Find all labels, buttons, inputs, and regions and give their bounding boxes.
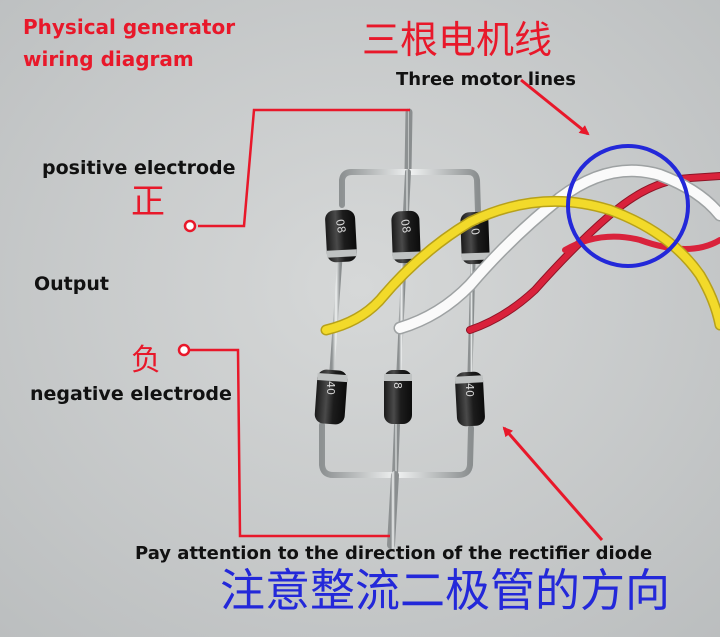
positive-terminal-dot	[183, 219, 197, 233]
diode-marking-top-left: 08	[333, 218, 348, 234]
annotation-lines	[177, 78, 604, 541]
title-cn: 三根电机线	[362, 18, 553, 62]
positive-lead-line	[198, 108, 410, 228]
motor-lines-label: Three motor lines	[396, 69, 576, 90]
diode-marking-bottom-left: 40	[324, 381, 337, 395]
diode-marking-bottom-right: 40	[463, 383, 476, 397]
wire-highlight-circle	[566, 144, 690, 268]
diode-bottom-right	[454, 371, 485, 427]
negative-lead-line	[190, 348, 390, 538]
title-en-line1: Physical generator	[23, 15, 236, 39]
motor-lines-arrow	[520, 78, 590, 136]
title-en-line2: wiring diagram	[23, 47, 194, 71]
output-label: Output	[34, 273, 109, 295]
negative-electrode-label: negative electrode	[30, 383, 232, 405]
lead-frame	[319, 108, 481, 549]
positive-electrode-label: positive electrode	[42, 157, 236, 179]
diode-marking-bottom-middle: 8	[391, 382, 404, 389]
negative-cn-label: 负	[131, 343, 161, 378]
positive-cn-label: 正	[131, 182, 165, 222]
diode-bottom-middle	[384, 370, 412, 424]
diode-bottom-left	[314, 369, 348, 425]
diode-direction-cn-label: 注意整流二极管的方向	[220, 564, 671, 617]
negative-terminal-dot	[177, 343, 191, 357]
diode-direction-arrow	[502, 426, 604, 541]
diode-direction-en-label: Pay attention to the direction of the re…	[135, 543, 653, 564]
diode-top-left	[325, 209, 358, 263]
diode-marking-top-middle: 08	[398, 218, 413, 234]
